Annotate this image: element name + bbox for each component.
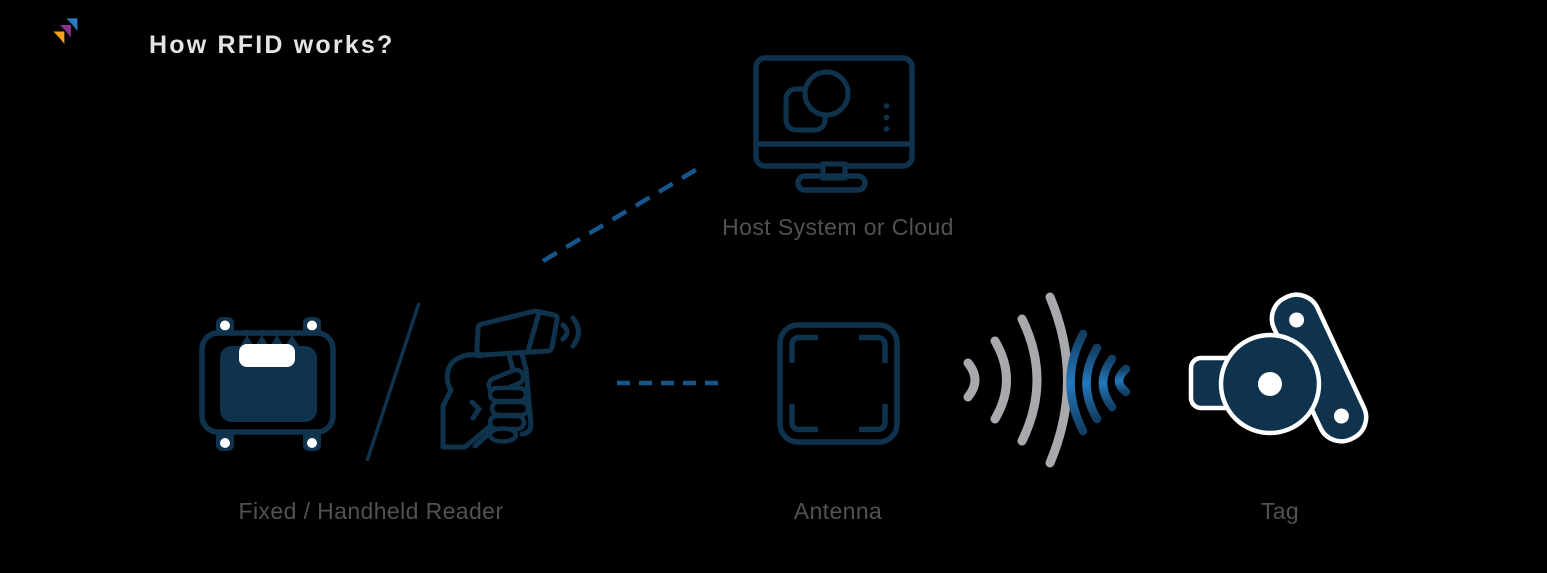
reader-slash-divider <box>365 302 421 462</box>
logo-icon <box>50 17 79 48</box>
monitor-icon <box>753 55 915 193</box>
returning-waves <box>1066 329 1131 436</box>
tag-disc-hole <box>1258 372 1282 396</box>
scanner-lens <box>525 310 542 354</box>
circle-glyph <box>802 69 851 118</box>
monitor-stand-base <box>795 173 868 193</box>
hand-outline <box>440 352 492 450</box>
dashed-connector-reader-host <box>541 166 701 263</box>
radio-waves-icon <box>963 292 1131 468</box>
fixed-reader-icon <box>199 317 336 451</box>
gripping-fingers <box>486 367 531 444</box>
outgoing-waves <box>963 292 1072 468</box>
tag-label: Tag <box>1260 498 1300 524</box>
menu-dots-icon <box>883 103 890 132</box>
scan-signal-icon <box>560 315 581 349</box>
antenna-icon <box>777 322 900 445</box>
scanner-handle <box>519 366 534 437</box>
handheld-reader-icon <box>440 308 581 450</box>
scanner-head <box>474 308 560 358</box>
tag-icon <box>1188 292 1369 444</box>
host-system-label: Host System or Cloud <box>722 214 954 240</box>
reader-display-window <box>239 344 295 367</box>
reader-label: Fixed / Handheld Reader <box>238 498 504 524</box>
page-title: How RFID works? <box>149 31 395 59</box>
antenna-label: Antenna <box>793 498 883 524</box>
corner-brackets <box>789 334 888 433</box>
